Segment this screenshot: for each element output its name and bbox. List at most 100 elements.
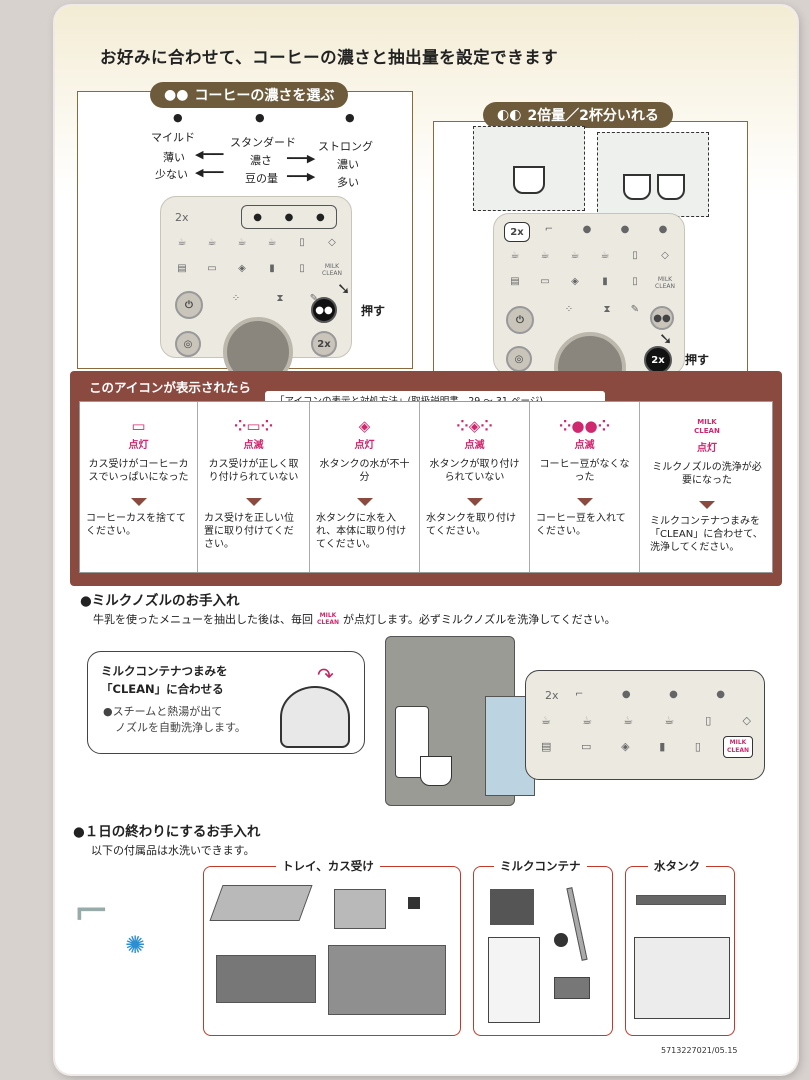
status: 点滅 <box>464 440 485 451</box>
mug-icon: ☕ <box>570 250 580 261</box>
beans-icon: ⁘ <box>231 293 241 304</box>
label-standard: スタンダード <box>230 136 296 149</box>
strength-button[interactable]: ●● <box>311 297 337 323</box>
callout-bullet-1: ●スチームと熱湯が出て <box>103 705 223 718</box>
label-mild: マイルド <box>151 131 195 144</box>
bean-icon: ● <box>669 689 678 700</box>
milk-nozzle-heading: ●ミルクノズルのお手入れ <box>80 593 240 609</box>
drink-icons-row1: ☕☕☕☕▯◇ <box>169 237 345 248</box>
tray-icon: ▭ <box>581 740 592 753</box>
arrow-left-icon-2: ◀━━━ <box>195 166 224 179</box>
milk-nozzle-text-after: が点灯します。必ずミルクノズルを洗浄してください。 <box>343 613 616 626</box>
double-icon-selected[interactable]: 2x <box>504 222 530 242</box>
action: カス受けを正しい位置に取り付けてください。 <box>204 513 294 550</box>
drip-tray-icon: ▭ <box>131 417 146 435</box>
milk-lid-icon <box>490 889 534 925</box>
milk-icon: ▯ <box>694 740 701 753</box>
label-concentration: 濃さ <box>250 154 272 167</box>
status: 点灯 <box>354 440 375 451</box>
power-button[interactable]: ⏻ <box>175 291 203 319</box>
milk-icon: ▯ <box>299 263 305 274</box>
press-label: 押す <box>361 304 386 318</box>
status: 点灯 <box>128 440 149 451</box>
bean-icon: ● <box>582 224 592 235</box>
action: ミルクコンテナつまみを「CLEAN」に合わせて、洗浄してください。 <box>650 516 763 553</box>
milk-icon: ▯ <box>632 276 638 287</box>
hot-water-button[interactable]: ◎ <box>506 346 532 372</box>
drink-icons-row1: ⌐●●● <box>536 224 676 235</box>
drink-icons-row2: ☕☕☕☕▯◇ <box>502 250 678 261</box>
two-cups-icon: ◐◐ <box>497 107 522 123</box>
icon-table-body: ▭ 点灯 カス受けがコーヒーカスでいっぱいになった コーヒーカスを捨ててください… <box>79 401 773 573</box>
press-arrow-icon: ➘ <box>659 329 673 348</box>
problem: カス受けが正しく取り付けられていない <box>208 459 299 483</box>
mug-icon: ☕ <box>623 714 633 727</box>
instruction-sheet: お好みに合わせて、コーヒーの濃さと抽出量を設定できます ●● コーヒーの濃さを選… <box>55 6 797 1074</box>
espresso-icon: ☕ <box>541 714 551 727</box>
label-more: 多い <box>337 176 359 189</box>
milk-clean-icon: MILK CLEAN <box>317 612 339 626</box>
action: 水タンクに水を入れ、本体に取り付けてください。 <box>316 513 407 550</box>
double-icon: 2x <box>175 211 189 224</box>
double-header: ◐◐ 2倍量／2杯分いれる <box>483 102 673 128</box>
bean-icon-standard: ● <box>255 111 265 124</box>
label-thick: 濃い <box>337 158 359 171</box>
hourglass-icon: ⧗ <box>276 293 284 304</box>
cup-icon <box>513 166 545 194</box>
status: 点灯 <box>697 443 717 454</box>
cup-icon <box>623 174 651 200</box>
bean-icon: ● <box>253 211 263 223</box>
menu-icon: ▤ <box>541 740 552 753</box>
problem: コーヒー豆がなくなった <box>539 459 630 483</box>
steam-icon: ◇ <box>328 237 336 248</box>
label-strong: ストロング <box>318 140 373 153</box>
arrow-down-icon <box>466 498 483 506</box>
double-button[interactable]: 2x <box>644 346 672 374</box>
bean-icon-mild: ● <box>173 111 183 124</box>
tray-box: トレイ、カス受け <box>203 858 461 1036</box>
milk-container-box: ミルクコンテナ <box>473 858 613 1036</box>
arrow-right-icon: ━━━▶ <box>287 152 316 165</box>
spoon-icon: ⌐ <box>575 689 584 700</box>
descale-icon: ▮ <box>659 740 666 753</box>
power-button[interactable]: ⏻ <box>506 306 534 334</box>
icon-table-header: このアイコンが表示されたら <box>89 380 251 395</box>
hot-water-button[interactable]: ◎ <box>175 331 201 357</box>
action: コーヒー豆を入れてください。 <box>536 513 626 537</box>
coffee-beans-blink-icon: ⁘●●⁘ <box>558 417 611 435</box>
espresso-icon: ☕ <box>510 250 520 261</box>
espresso-icon: ☕ <box>177 237 187 248</box>
problem: 水タンクの水が不十分 <box>319 459 410 483</box>
daily-heading: ●１日の終わりにするお手入れ <box>73 824 261 840</box>
callout-bullet-2: ノズルを自動洗浄します。 <box>115 721 246 734</box>
glass-icon: ▯ <box>299 237 305 248</box>
coffee-icon: ☕ <box>540 250 550 261</box>
glass-icon: ▯ <box>705 714 712 727</box>
double-button[interactable]: 2x <box>311 331 337 357</box>
icon-col-2: ⁘▭⁘ 点滅 カス受けが正しく取り付けられていない カス受けを正しい位置に取り付… <box>198 402 310 572</box>
descale-icon: ▮ <box>602 276 608 287</box>
strength-button[interactable]: ●● <box>650 306 674 330</box>
label-less: 少ない <box>155 168 188 181</box>
arrow-left-icon: ◀━━━ <box>195 148 224 161</box>
water-tank-blink-icon: ⁘◈⁘ <box>456 417 493 435</box>
arrow-down-icon <box>245 498 262 506</box>
wrench-icon: ✎ <box>630 304 640 315</box>
panel-icons-row2: ☕☕☕☕▯◇ <box>541 714 751 727</box>
milk-knob-icon[interactable] <box>280 686 350 748</box>
cappuccino-icon: ☕ <box>600 250 610 261</box>
water-splash-icon: ✺ <box>125 931 146 959</box>
callout-title-1: ミルクコンテナつまみを <box>101 664 228 678</box>
problem: カス受けがコーヒーカスでいっぱいになった <box>88 459 189 483</box>
milk-jug-icon <box>488 937 540 1023</box>
panel-icons-row3: ▤▭◈▮▯ <box>541 740 701 753</box>
label-thin: 薄い <box>163 151 185 164</box>
glass-icon: ▯ <box>632 250 638 261</box>
hourglass-icon: ⧗ <box>603 304 611 315</box>
drip-tray-cover-icon <box>209 885 313 921</box>
rotate-arrow-icon: ↷ <box>317 663 334 687</box>
arrow-right-icon-2: ━━━▶ <box>287 170 316 183</box>
